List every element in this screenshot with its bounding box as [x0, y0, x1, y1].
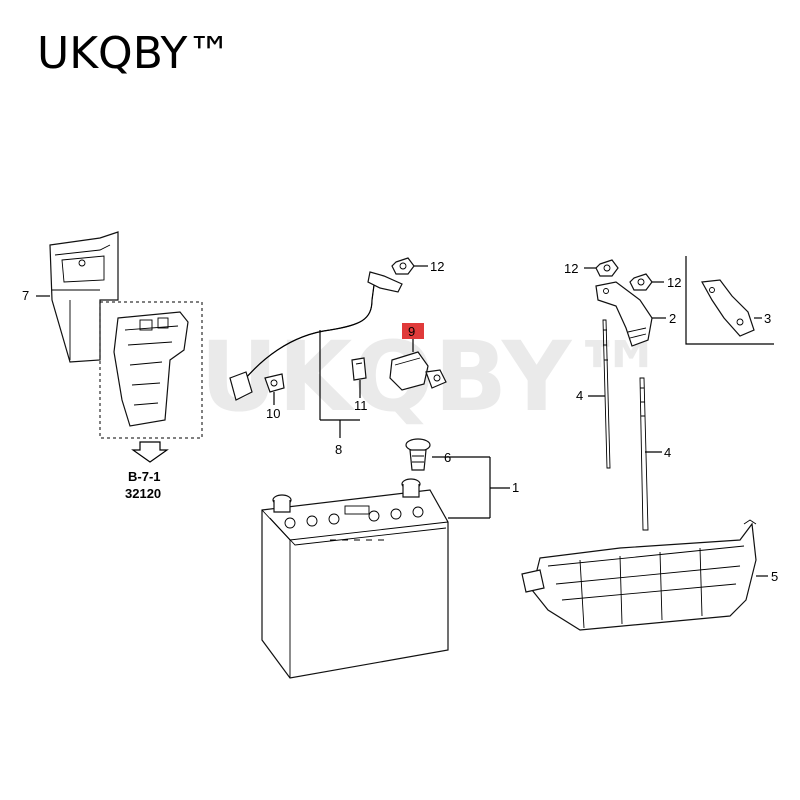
fuse-box	[113, 311, 189, 427]
callout-5: 5	[771, 569, 778, 584]
part-2-plate	[595, 281, 653, 347]
part-3-bracket	[701, 279, 755, 337]
fuse-box-detail-frame	[99, 301, 203, 439]
callout-11: 11	[354, 398, 368, 413]
part-5-tray	[521, 519, 757, 631]
part-7-bracket	[49, 231, 119, 363]
callout-9: 9	[408, 324, 415, 339]
part-12-nut-b	[595, 259, 619, 277]
brand-title: UKQBY™	[37, 28, 232, 79]
callout-2: 2	[669, 311, 676, 326]
part-8-cable	[229, 271, 403, 401]
reference-arrow-icon	[131, 441, 169, 463]
part-12-nut-c	[629, 273, 653, 291]
callout-3: 3	[764, 311, 771, 326]
part-9-sensor	[389, 351, 447, 391]
callout-1: 1	[512, 480, 519, 495]
part-1-battery	[261, 478, 449, 679]
callout-8: 8	[335, 442, 342, 457]
callout-12a: 12	[430, 259, 444, 274]
callout-12c: 12	[667, 275, 681, 290]
inset-frame-3	[685, 256, 774, 345]
callout-6: 6	[444, 450, 451, 465]
part-11-terminal	[351, 357, 367, 381]
reference-code: 32120	[125, 486, 161, 501]
part-10-bolt	[264, 373, 285, 393]
callout-7: 7	[22, 288, 29, 303]
part-6-bolt	[405, 438, 431, 471]
callout-4a: 4	[576, 388, 583, 403]
callout-12b: 12	[564, 261, 578, 276]
callout-9-highlight	[402, 323, 424, 339]
callout-10: 10	[266, 406, 280, 421]
reference-page: B-7-1	[128, 469, 161, 484]
part-4-rod-a	[602, 319, 611, 469]
part-4-rod-b	[639, 377, 649, 531]
part-12-nut-a	[391, 257, 415, 275]
callout-4b: 4	[664, 445, 671, 460]
